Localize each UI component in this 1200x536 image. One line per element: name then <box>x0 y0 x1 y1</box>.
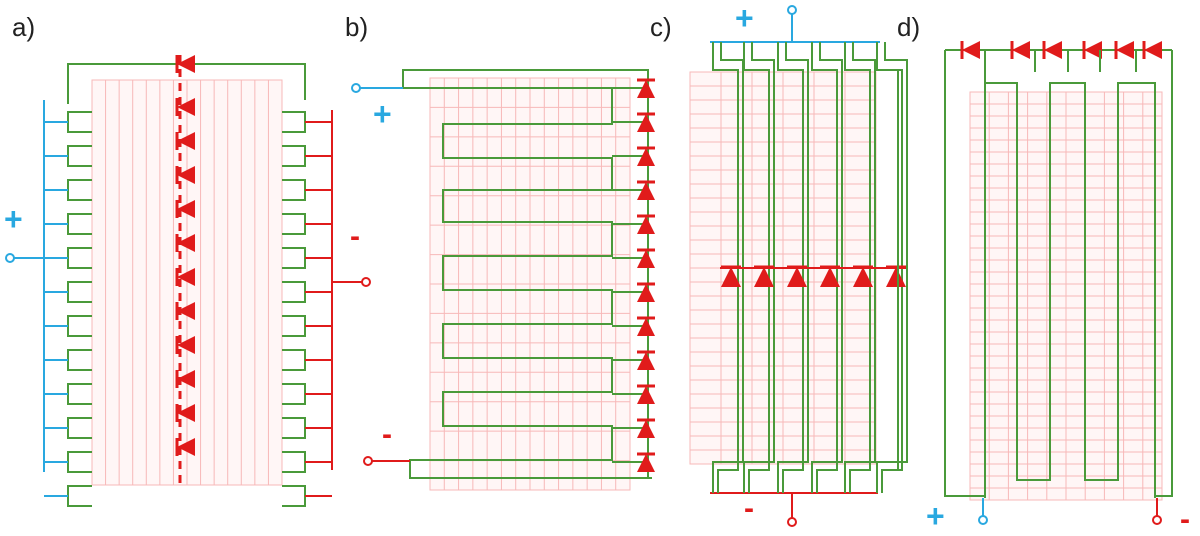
panel-a-right-loop <box>282 179 306 201</box>
panel-c-string-wire <box>777 42 809 493</box>
panel-c-string-wire <box>743 42 770 493</box>
panel-a-negative-terminal <box>361 277 371 287</box>
panel-a-left-loop <box>67 383 92 405</box>
panel-a-minus-sign: - <box>350 220 360 253</box>
panel-d-label: d) <box>897 12 921 42</box>
panel-d-minus-sign: - <box>1180 503 1190 536</box>
panel-c-string-wire <box>844 42 876 493</box>
panel-c-string-wire <box>811 42 843 493</box>
panel-a-diode <box>175 166 195 184</box>
panel-b-plus-sign: + <box>373 96 392 132</box>
panel-a-diode <box>175 438 195 456</box>
panel-a-plus-sign: + <box>4 201 23 237</box>
panel-d-plus-sign: + <box>926 498 945 534</box>
panel-a-right-loop <box>282 485 306 507</box>
panel-a-left-loop <box>67 281 92 303</box>
panel-a-right-loop <box>282 315 306 337</box>
panel-c-parallel-columns <box>689 5 908 527</box>
panel-b-serpentine-wire <box>403 87 652 479</box>
panel-d-diode <box>960 41 980 59</box>
panel-a-right-loop <box>282 281 306 303</box>
panel-d-negative-terminal <box>1152 515 1162 525</box>
panel-b-diode <box>637 384 655 404</box>
panel-a-diode <box>175 132 195 150</box>
panel-c-positive-terminal <box>787 5 797 15</box>
panel-a-right-loop <box>282 383 306 405</box>
panel-b-diode <box>637 78 655 98</box>
panel-b-positive-terminal <box>351 83 361 93</box>
panel-d-serpentine-columns <box>944 41 1173 525</box>
panel-b-diode <box>637 418 655 438</box>
panel-b-negative-terminal <box>363 456 373 466</box>
panel-c-string-wire <box>777 42 804 493</box>
panel-b-diode <box>637 180 655 200</box>
panel-c-string-wire <box>876 42 903 493</box>
panel-a-diode <box>175 336 195 354</box>
panel-a-left-loop <box>67 145 92 167</box>
panel-a-right-loop <box>282 349 306 371</box>
panel-b-diode <box>637 452 655 472</box>
panel-b-diode <box>637 282 655 302</box>
panel-c-minus-sign: - <box>744 492 754 525</box>
panel-d-positive-terminal <box>978 515 988 525</box>
panel-b-label: b) <box>345 12 369 42</box>
panel-a-left-loop <box>67 485 92 507</box>
panel-a-positive-terminal <box>5 253 15 263</box>
panel-a-label: a) <box>12 12 36 42</box>
panel-a-diode <box>175 200 195 218</box>
panel-a-diode <box>175 370 195 388</box>
panel-d-outer-right-wire <box>1155 50 1173 497</box>
panel-a-left-loop <box>67 349 92 371</box>
panel-d-diode <box>1042 41 1062 59</box>
panel-a-left-loop <box>67 247 92 269</box>
panel-a-left-loop <box>67 213 92 235</box>
panel-b-serpentine-string <box>351 69 655 491</box>
panel-a-right-loop <box>282 247 306 269</box>
panel-c-plus-sign: + <box>735 0 754 36</box>
panel-c-string-wire <box>743 42 775 493</box>
panel-d-diode <box>1114 41 1134 59</box>
panel-a-series-strings <box>5 55 371 507</box>
panel-a-diode <box>175 302 195 320</box>
panel-a-diode-top <box>175 55 195 73</box>
panel-a-diode <box>175 404 195 422</box>
panel-d-cell-grid <box>969 91 1163 501</box>
panel-a-diode <box>175 268 195 286</box>
panel-d-diode <box>1142 41 1162 59</box>
panel-b-diode <box>637 146 655 166</box>
panel-b-diode <box>637 112 655 132</box>
panel-b-diode <box>637 316 655 336</box>
panel-a-left-loop <box>67 179 92 201</box>
panel-a-diode <box>175 234 195 252</box>
panel-d-outer-left-wire <box>944 50 985 497</box>
panel-c-string-wire <box>712 42 739 493</box>
panel-a-left-loop <box>67 417 92 439</box>
panel-a-right-loop <box>282 451 306 473</box>
panel-c-string-wire <box>712 42 744 493</box>
panel-c-label: c) <box>650 12 672 42</box>
panel-a-right-loop <box>282 417 306 439</box>
panel-a-right-loop <box>282 213 306 235</box>
panel-b-minus-sign: - <box>382 418 392 451</box>
panel-c-string-wire <box>876 42 908 493</box>
panel-b-diode <box>637 350 655 370</box>
panel-b-diode <box>637 248 655 268</box>
panel-b-diode <box>637 214 655 234</box>
panel-c-string-wire <box>811 42 838 493</box>
panel-c-negative-terminal <box>787 517 797 527</box>
panel-b-cell-grid <box>429 77 631 491</box>
panel-d-serpentine-wire <box>984 82 1156 498</box>
panel-d-diode <box>1010 41 1030 59</box>
panel-a-right-loop <box>282 111 306 133</box>
panel-a-right-loop <box>282 145 306 167</box>
panel-c-string-wire <box>844 42 871 493</box>
panel-a-left-loop <box>67 451 92 473</box>
panel-a-left-loop <box>67 111 92 133</box>
panel-a-left-loop <box>67 315 92 337</box>
panel-d-diode <box>1082 41 1102 59</box>
panel-a-diode <box>175 98 195 116</box>
